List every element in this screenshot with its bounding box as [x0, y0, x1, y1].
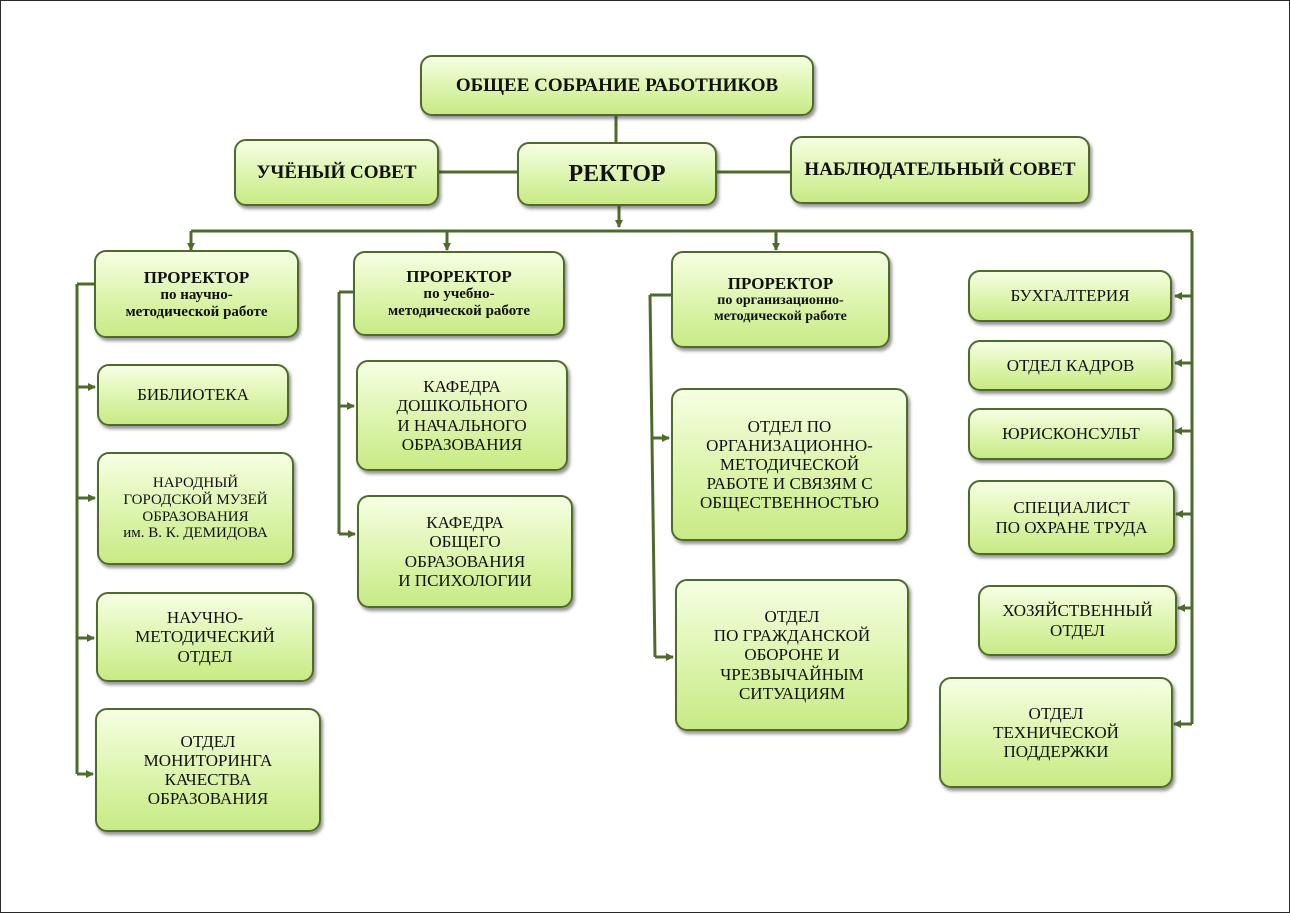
dept-general-line: ОБРАЗОВАНИЯ: [404, 551, 526, 571]
tech-line: ТЕХНИЧЕСКОЙ: [993, 722, 1119, 742]
vice-rector-organizational-title: ПРОРЕКТОР: [727, 274, 834, 294]
tech-line: ПОДДЕРЖКИ: [1003, 742, 1109, 762]
monitoring-dept-box: ОТДЕЛ МОНИТОРИНГА КАЧЕСТВА ОБРАЗОВАНИЯ: [95, 708, 321, 832]
dept-preschool-line: ДОШКОЛЬНОГО: [396, 396, 528, 416]
vice-rector-educational-box: ПРОРЕКТОР по учебно- методической работе: [353, 251, 565, 336]
org-dept-line: ОРГАНИЗАЦИОННО-: [706, 435, 873, 455]
general-meeting-label: ОБЩЕЕ СОБРАНИЕ РАБОТНИКОВ: [455, 74, 779, 96]
vice-rector-scientific-title: ПРОРЕКТОР: [143, 267, 250, 287]
monitoring-line: КАЧЕСТВА: [164, 770, 252, 789]
vice-rector-scientific-line2: методической работе: [125, 303, 268, 320]
hr-label: ОТДЕЛ КАДРОВ: [1006, 355, 1135, 375]
sci-method-line: ОТДЕЛ: [177, 646, 233, 666]
dept-preschool-line: КАФЕДРА: [423, 377, 501, 397]
monitoring-line: МОНИТОРИНГА: [143, 750, 273, 770]
tech-line: ОТДЕЛ: [1028, 703, 1084, 723]
dept-preschool-line: И НАЧАЛЬНОГО: [397, 415, 527, 435]
museum-line: им. В. К. ДЕМИДОВА: [123, 525, 268, 542]
vice-rector-educational-title: ПРОРЕКТОР: [406, 267, 512, 287]
supervisory-board-box: НАБЛЮДАТЕЛЬНЫЙ СОВЕТ: [790, 136, 1090, 204]
vice-rector-educational-line2: методической работе: [387, 303, 531, 320]
museum-box: НАРОДНЫЙ ГОРОДСКОЙ МУЗЕЙ ОБРАЗОВАНИЯ им.…: [97, 452, 294, 565]
library-box: БИБЛИОТЕКА: [97, 364, 289, 426]
legal-label: ЮРИСКОНСУЛЬТ: [1002, 424, 1140, 444]
safety-line: ПО ОХРАНЕ ТРУДА: [995, 517, 1148, 537]
org-dept-line: ОТДЕЛ ПО: [747, 416, 832, 436]
supervisory-board-label: НАБЛЮДАТЕЛЬНЫЙ СОВЕТ: [804, 159, 1076, 181]
hr-dept-box: ОТДЕЛ КАДРОВ: [968, 340, 1173, 391]
org-dept-line: ОБЩЕСТВЕННОСТЬЮ: [699, 493, 879, 513]
dept-general-box: КАФЕДРА ОБЩЕГО ОБРАЗОВАНИЯ И ПСИХОЛОГИИ: [357, 495, 573, 608]
monitoring-line: ОТДЕЛ: [180, 731, 236, 751]
civil-defense-dept-box: ОТДЕЛ ПО ГРАЖДАНСКОЙ ОБОРОНЕ И ЧРЕЗВЫЧАЙ…: [675, 579, 909, 731]
vice-rector-scientific-line1: по научно-: [160, 286, 233, 303]
connector-col3-spine: [648, 294, 657, 658]
academic-council-label: УЧЁНЫЙ СОВЕТ: [256, 161, 417, 183]
safety-specialist-box: СПЕЦИАЛИСТ ПО ОХРАНЕ ТРУДА: [968, 480, 1175, 555]
civil-dept-line: ЧРЕЗВЫЧАЙНЫМ: [720, 664, 864, 684]
household-line: ХОЗЯЙСТВЕННЫЙ: [1002, 601, 1153, 621]
rector-box: РЕКТОР: [517, 142, 717, 206]
vice-rector-educational-line1: по учебно-: [423, 286, 495, 303]
library-label: БИБЛИОТЕКА: [137, 385, 249, 405]
accounting-box: БУХГАЛТЕРИЯ: [968, 270, 1172, 322]
museum-line: ГОРОДСКОЙ МУЗЕЙ: [123, 491, 268, 508]
dept-general-line: КАФЕДРА: [426, 513, 504, 533]
civil-dept-line: ОБОРОНЕ И: [744, 645, 840, 665]
dept-general-line: И ПСИХОЛОГИИ: [398, 570, 532, 590]
org-dept-line: МЕТОДИЧЕСКОЙ: [719, 454, 860, 474]
org-method-dept-box: ОТДЕЛ ПО ОРГАНИЗАЦИОННО- МЕТОДИЧЕСКОЙ РА…: [671, 388, 908, 541]
museum-line: НАРОДНЫЙ: [152, 474, 239, 491]
rector-label: РЕКТОР: [568, 160, 666, 187]
vice-rector-organizational-line1: по организационно-: [717, 293, 844, 309]
vice-rector-organizational-box: ПРОРЕКТОР по организационно- методическо…: [671, 251, 890, 348]
dept-general-line: ОБЩЕГО: [429, 532, 501, 552]
civil-dept-line: ПО ГРАЖДАНСКОЙ: [713, 626, 871, 646]
museum-line: ОБРАЗОВАНИЯ: [142, 508, 249, 525]
vice-rector-organizational-line2: методической работе: [714, 309, 847, 325]
legal-advisor-box: ЮРИСКОНСУЛЬТ: [968, 408, 1174, 460]
accounting-label: БУХГАЛТЕРИЯ: [1010, 286, 1130, 306]
sci-method-dept-box: НАУЧНО- МЕТОДИЧЕСКИЙ ОТДЕЛ: [96, 592, 314, 682]
sci-method-line: МЕТОДИЧЕСКИЙ: [135, 627, 275, 647]
household-line: ОТДЕЛ: [1050, 620, 1105, 640]
org-dept-line: РАБОТЕ И СВЯЗЯМ С: [706, 474, 873, 494]
dept-preschool-line: ОБРАЗОВАНИЯ: [401, 434, 523, 454]
monitoring-line: ОБРАЗОВАНИЯ: [147, 789, 269, 809]
general-meeting-box: ОБЩЕЕ СОБРАНИЕ РАБОТНИКОВ: [420, 55, 814, 116]
tech-support-dept-box: ОТДЕЛ ТЕХНИЧЕСКОЙ ПОДДЕРЖКИ: [939, 677, 1173, 788]
civil-dept-line: СИТУАЦИЯМ: [738, 683, 846, 703]
household-dept-box: ХОЗЯЙСТВЕННЫЙ ОТДЕЛ: [978, 585, 1177, 656]
civil-dept-line: ОТДЕЛ: [764, 607, 820, 627]
safety-line: СПЕЦИАЛИСТ: [1013, 498, 1130, 518]
academic-council-box: УЧЁНЫЙ СОВЕТ: [234, 139, 439, 206]
vice-rector-scientific-box: ПРОРЕКТОР по научно- методической работе: [94, 250, 299, 338]
dept-preschool-box: КАФЕДРА ДОШКОЛЬНОГО И НАЧАЛЬНОГО ОБРАЗОВ…: [356, 360, 568, 471]
sci-method-line: НАУЧНО-: [166, 608, 244, 628]
